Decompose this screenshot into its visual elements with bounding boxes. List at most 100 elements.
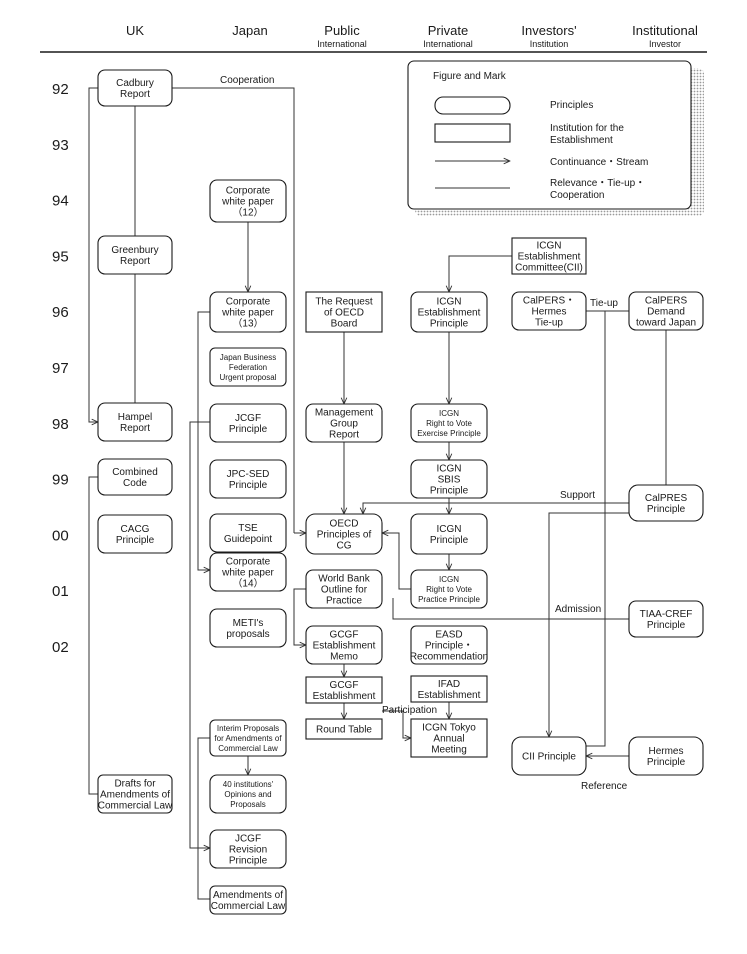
node-label: Exercise Principle	[417, 429, 481, 438]
node-box	[97, 235, 173, 275]
node-label: （12）	[232, 207, 263, 219]
node-label: The Request	[315, 297, 372, 308]
column-header-title: Investors'	[521, 23, 576, 38]
node-label: Board	[331, 319, 358, 330]
node-label: Right to Vote	[426, 585, 472, 594]
node-label: ICGN	[439, 409, 459, 418]
edge-label-tieup: Tie-up	[590, 298, 618, 309]
node-box	[511, 237, 587, 275]
node-label: IFAD	[438, 679, 460, 690]
node-box	[305, 676, 383, 704]
node-label: Urgent proposal	[220, 373, 277, 382]
legend-item-text: Continuance・Stream	[550, 157, 648, 168]
node-label: Report	[120, 256, 150, 267]
connector-arrow	[382, 533, 411, 590]
edge-label-admission: Admission	[555, 604, 601, 615]
node-label: CG	[337, 541, 352, 552]
node-label: （14）	[232, 578, 263, 590]
node-label: Principle	[430, 535, 469, 546]
node-label: OECD	[330, 519, 359, 530]
column-header-subtitle: Investor	[649, 39, 681, 49]
year-label: 99	[52, 472, 69, 489]
column-header-title: Institutional	[632, 23, 698, 38]
node-label: Hermes	[648, 746, 683, 757]
year-label: 97	[52, 360, 69, 377]
node-label: Establishment	[313, 691, 376, 702]
node-label: Combined	[112, 467, 158, 478]
node-label: TSE	[238, 523, 258, 534]
node-box	[209, 552, 287, 592]
column-header-subtitle: Institution	[530, 39, 569, 49]
node-box	[97, 69, 173, 107]
node-label: Commercial Law	[98, 801, 173, 812]
node-label: proposals	[226, 629, 269, 640]
connector-arrow	[549, 512, 629, 737]
node-label: Code	[123, 478, 147, 489]
node-box	[410, 459, 488, 499]
connector-line	[586, 311, 606, 747]
connector-arrow	[197, 311, 210, 570]
node-label: CalPRES	[645, 493, 688, 504]
column-header-subtitle: International	[317, 39, 367, 49]
connector-arrow	[88, 87, 98, 422]
node-label: Principle	[647, 757, 686, 768]
node-label: （13）	[232, 318, 263, 330]
year-label: 96	[52, 304, 69, 321]
node-box	[305, 291, 383, 333]
node-label: Management	[315, 408, 374, 419]
year-label: 95	[52, 248, 69, 265]
connector-arrow	[189, 421, 210, 848]
node-label: Revision	[229, 845, 267, 856]
node-box	[97, 514, 173, 554]
node-label: white paper	[221, 568, 274, 579]
node-label: white paper	[221, 197, 274, 208]
year-label: 01	[52, 583, 69, 600]
node-label: CalPERS・	[523, 296, 575, 307]
edge-label-reference: Reference	[581, 781, 628, 792]
node-label: white paper	[221, 308, 274, 319]
node-label: CII Principle	[522, 752, 576, 763]
node-label: Establishment	[418, 690, 481, 701]
node-label: Drafts for	[114, 779, 156, 790]
node-label: Federation	[229, 363, 267, 372]
node-label: GCGF	[330, 680, 359, 691]
year-label: 94	[52, 193, 69, 210]
node-box	[410, 569, 488, 609]
node-label: Establishment	[518, 252, 581, 263]
node-label: ICGN Tokyo	[422, 723, 476, 734]
year-label: 92	[52, 81, 69, 98]
node-label: Practice Principle	[418, 595, 480, 604]
connector-arrow	[449, 255, 512, 292]
node-label: TIAA-CREF	[640, 609, 693, 620]
edge-label-support: Support	[560, 490, 595, 501]
node-label: ICGN	[437, 464, 462, 475]
node-label: Committee(CII)	[515, 263, 583, 274]
node-label: of OECD	[324, 308, 364, 319]
node-box	[97, 402, 173, 442]
node-label: Commercial Law	[211, 901, 286, 912]
node-box	[209, 513, 287, 553]
column-header-title: Private	[428, 23, 468, 38]
node-label: Practice	[326, 596, 363, 607]
node-box	[628, 736, 704, 776]
node-box	[410, 403, 488, 443]
node-label: ICGN	[437, 297, 462, 308]
node-box	[209, 829, 287, 869]
node-label: Annual	[433, 734, 464, 745]
